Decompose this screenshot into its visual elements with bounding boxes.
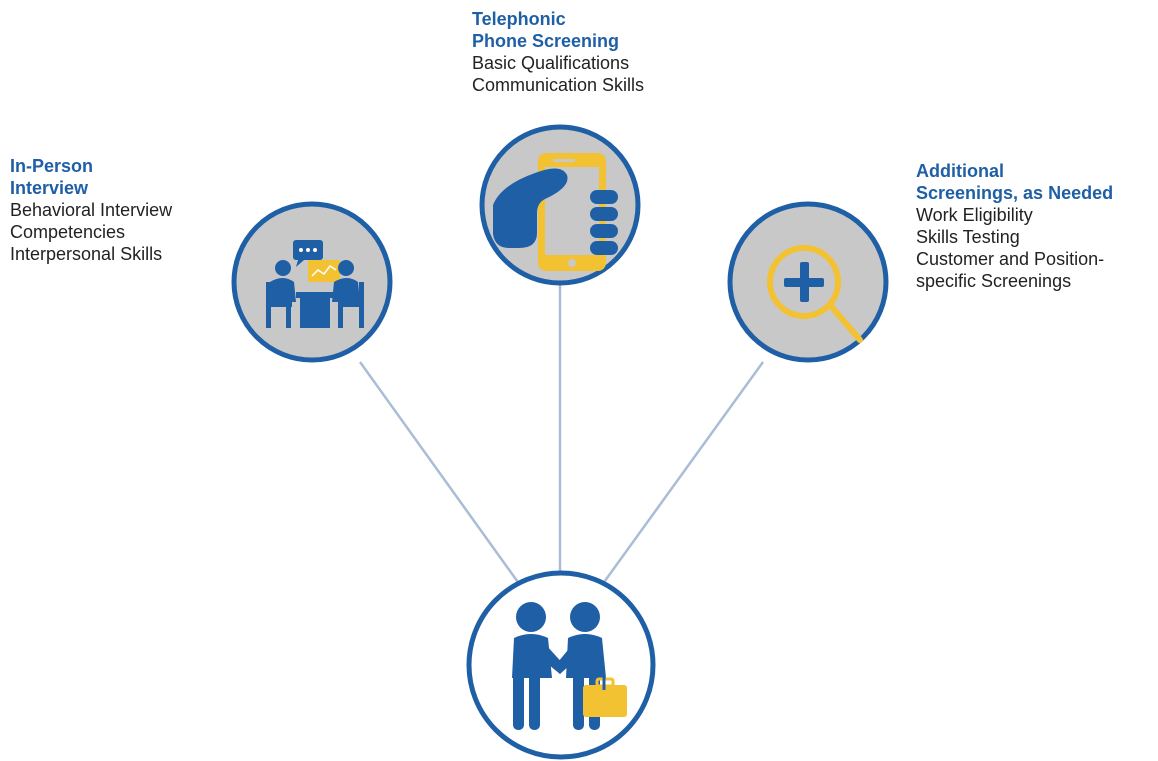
handshake-hire-icon (512, 602, 627, 730)
list-item: Behavioral Interview (10, 200, 173, 220)
list-item: Communication Skills (472, 75, 645, 95)
phone-in-hand-icon (493, 153, 618, 271)
title-line: Interview (10, 178, 89, 198)
node-additional (727, 201, 889, 363)
label-inperson: In-Person Interview Behavioral Interview… (10, 155, 240, 265)
title-line: Telephonic (472, 9, 566, 29)
title-line: Phone Screening (472, 31, 620, 51)
list-item: specific Screenings (916, 271, 1072, 291)
title-line: In-Person (10, 156, 94, 176)
node-inperson (231, 201, 393, 363)
label-telephonic: Telephonic Phone Screening Basic Qualifi… (472, 8, 732, 96)
connector-additional (600, 361, 765, 586)
list-item: Basic Qualifications (472, 53, 630, 73)
list-item: Skills Testing (916, 227, 1020, 247)
magnifier-plus-icon (767, 245, 863, 343)
list-item: Work Eligibility (916, 205, 1033, 225)
connector-inperson (358, 361, 522, 586)
node-telephonic (479, 124, 641, 286)
title-line: Additional (916, 161, 1004, 181)
list-item: Interpersonal Skills (10, 244, 163, 264)
list-item: Competencies (10, 222, 126, 242)
node-hire (466, 570, 656, 760)
title-line: Screenings, as Needed (916, 183, 1114, 203)
label-additional: Additional Screenings, as Needed Work El… (916, 160, 1156, 292)
list-item: Customer and Position- (916, 249, 1105, 269)
interview-meeting-icon (266, 240, 364, 328)
